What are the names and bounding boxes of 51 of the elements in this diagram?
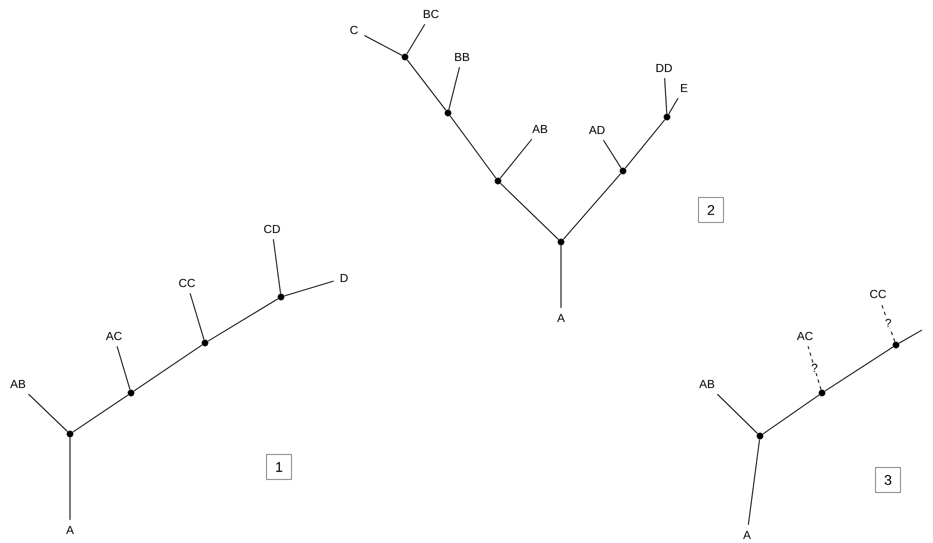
- branch-line: [28, 394, 68, 432]
- branch-line: [808, 346, 822, 390]
- leaf-label: BC: [424, 10, 439, 18]
- leaf-label: AB: [699, 380, 714, 388]
- branch-line: [602, 140, 622, 168]
- branch-line: [824, 346, 894, 392]
- leaf-label: DD: [656, 64, 672, 72]
- branch-line: [716, 394, 758, 434]
- branch-line: [116, 346, 130, 390]
- branch-line: [134, 344, 203, 392]
- branch-line: [448, 66, 460, 110]
- leaf-label: AB: [10, 380, 26, 388]
- leaf-label: E: [681, 84, 688, 92]
- leaf-label: AC: [796, 332, 813, 340]
- branch-line: [881, 304, 896, 342]
- leaf-label: BB: [455, 52, 470, 62]
- branch-line: [208, 298, 278, 342]
- branch-line: [668, 98, 679, 114]
- branch-line: [406, 59, 446, 111]
- leaf-label: A: [66, 526, 74, 534]
- leaf-label: A: [557, 314, 565, 322]
- leaf-label: CC: [179, 278, 196, 288]
- edge-label: ?: [884, 318, 893, 328]
- leaf-label: D: [340, 274, 348, 282]
- branch-line: [500, 183, 559, 240]
- branch-line: [762, 394, 820, 434]
- leaf-label: CD: [264, 224, 280, 234]
- branch-line: [624, 119, 666, 169]
- branch-line: [72, 394, 129, 432]
- branch-line: [560, 245, 562, 308]
- branch-line: [406, 24, 426, 54]
- branch-line: [500, 138, 532, 179]
- branch-line: [284, 280, 334, 296]
- leaf-label: CC: [870, 290, 886, 298]
- branch-line: [562, 173, 622, 240]
- leaf-label: AB: [532, 124, 548, 134]
- leaf-label: AD: [588, 126, 605, 134]
- number-box: 3: [875, 467, 901, 493]
- branch-line: [272, 238, 281, 294]
- leaf-label: AC: [106, 332, 122, 340]
- leaf-label: C: [350, 26, 358, 34]
- edge-label: ?: [810, 362, 819, 374]
- branch-line: [364, 34, 402, 56]
- number-box: 1: [266, 454, 292, 480]
- leaf-label: A: [743, 530, 751, 540]
- branch-line: [898, 330, 922, 344]
- branch-line: [748, 439, 760, 526]
- branch-line: [450, 115, 496, 179]
- branch-line: [664, 78, 668, 114]
- number-box: 2: [698, 197, 724, 223]
- branch-line: [190, 292, 204, 340]
